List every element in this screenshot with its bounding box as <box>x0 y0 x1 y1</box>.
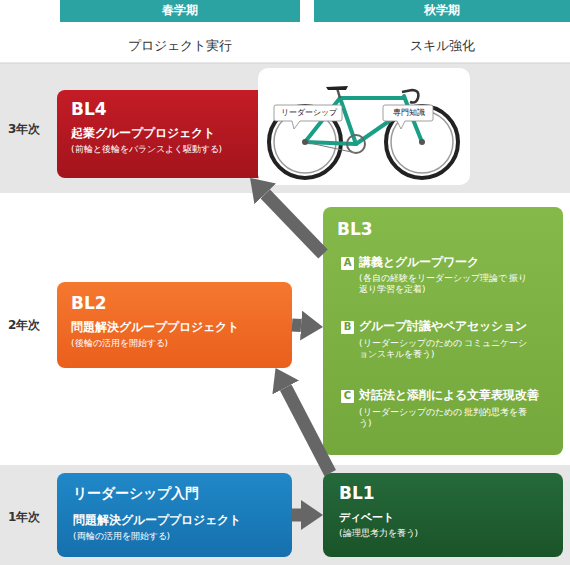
saddle <box>326 86 348 90</box>
course-box: BL3 講義とグループワーク (各自の経験をリーダーシップ理論で 振り返り学習を定着… <box>323 207 563 455</box>
bike-frame <box>305 96 422 144</box>
box-text: グループ討議やペアセッション <box>359 319 559 334</box>
box-text: 問題解決グループプロジェクト <box>71 320 286 335</box>
year-label: 1年次 <box>8 510 52 526</box>
rear-wheel <box>269 106 341 178</box>
item-letter: C <box>341 390 354 403</box>
item-letter: A <box>341 257 354 270</box>
chain <box>305 142 356 153</box>
course-box: BL1 ディベート (論理思考力を養う) <box>323 473 563 557</box>
rear-rim <box>274 111 336 173</box>
chainring <box>347 135 365 153</box>
box-text: 起業グループプロジェクト <box>71 126 261 141</box>
box-text: (前輪と後輪をバランスよく駆動する) <box>71 144 266 155</box>
item-letter: B <box>341 321 354 334</box>
box-title: A <box>341 257 354 270</box>
flow-arrow <box>292 319 301 333</box>
seat-post <box>337 88 340 98</box>
handlebar <box>402 90 418 103</box>
year-label: 3年次 <box>8 122 52 138</box>
term-header: 春学期 <box>60 0 300 22</box>
bicycle <box>269 86 458 178</box>
box-text: 講義とグループワーク <box>359 255 559 270</box>
box-text: (論理思考力を養う) <box>339 528 549 539</box>
year-band <box>0 465 570 565</box>
front-rim <box>391 111 453 173</box>
box-title: BL2 <box>71 293 281 314</box>
box-text: (後輪の活用を開始する) <box>71 338 281 349</box>
band-rule <box>0 63 570 64</box>
course-box: BL4 起業グループプロジェクト (前輪と後輪をバランスよく駆動する) <box>57 90 268 178</box>
box-text: ディベート <box>339 511 549 525</box>
box-title: B <box>341 321 354 334</box>
front-wheel <box>386 106 458 178</box>
flow-arrow <box>286 388 330 473</box>
box-text: 対話法と添削による文章表現改善 <box>359 388 559 403</box>
box-text: (各自の経験をリーダーシップ理論で 振り返り学習を定着) <box>359 273 529 296</box>
box-title: 秋学期 <box>314 3 570 18</box>
illustration-panel <box>258 68 470 185</box>
box-title: BL4 <box>71 99 261 120</box>
year-band <box>0 63 570 193</box>
course-box: BL2 問題解決グループプロジェクト (後輪の活用を開始する) <box>57 282 292 368</box>
box-title: C <box>341 390 354 403</box>
flow-arrow <box>265 194 323 254</box>
callout-bubble <box>383 105 433 129</box>
box-text: 問題解決グループプロジェクト <box>73 513 288 528</box>
course-box: リーダーシップ入門問題解決グループプロジェクト (両輪の活用を開始する) <box>57 473 292 557</box>
callout-bubble <box>274 105 342 129</box>
callout-text: リーダーシップ <box>276 105 342 121</box>
box-title: BL3 <box>337 219 537 240</box>
callout-text: 専門知識 <box>385 105 433 121</box>
rear-hub <box>302 139 308 145</box>
column-heading: プロジェクト実行 <box>100 38 260 55</box>
box-text: (両輪の活用を開始する) <box>73 531 283 542</box>
box-text: (リーダーシップのための 批判的思考を養う) <box>359 407 529 430</box>
term-header: 秋学期 <box>314 0 570 22</box>
box-title: BL1 <box>339 483 549 504</box>
front-hub <box>419 139 425 145</box>
box-title: リーダーシップ入門 <box>73 485 283 503</box>
column-heading: スキル強化 <box>362 38 522 55</box>
box-text: (リーダーシップのための コミュニケーションスキルを養う) <box>359 338 529 361</box>
year-label: 2年次 <box>8 318 52 334</box>
box-title: 春学期 <box>60 3 300 18</box>
flow-arrow <box>292 509 301 522</box>
